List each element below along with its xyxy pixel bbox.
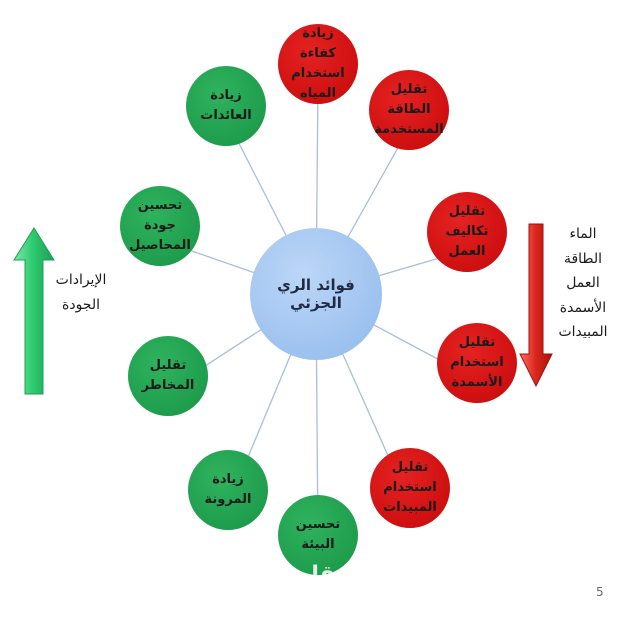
node-pesticides: تقليل استخدام المبيدات (370, 448, 450, 528)
node-labor: تقليل تكاليف العمل (427, 192, 507, 272)
hub-label: فوائد الري الجزئي (277, 276, 355, 312)
page-number: 5 (596, 585, 604, 599)
hub-circle: فوائد الري الجزئي (250, 228, 382, 360)
node-flexibility: زيادة المرونة (188, 450, 268, 530)
decrease-indicator-text: الماء الطاقة العمل الأسمدة المبيدات (558, 226, 608, 340)
node-water-efficiency: زيادة كفاءة استخدام المياه (278, 24, 358, 104)
increase-arrow-icon (13, 227, 55, 395)
increase-indicator-text: الإيرادات الجودة (55, 272, 107, 313)
node-risk: تقليل المخاطر (128, 336, 208, 416)
decrease-arrow-icon (519, 223, 553, 388)
watermark-brand: مستقل (300, 562, 381, 587)
node-returns: زيادة العائدات (186, 66, 266, 146)
node-fertilizer: تقليل استخدام الأسمدة (437, 323, 517, 403)
node-energy: تقليل الطاقة المستخدمة (369, 70, 449, 150)
node-environment: تحسين البيئة (278, 495, 358, 575)
node-crop-quality: تحسين جودة المحاصيل (120, 186, 200, 266)
watermark-url: mostaql.com (300, 594, 372, 607)
